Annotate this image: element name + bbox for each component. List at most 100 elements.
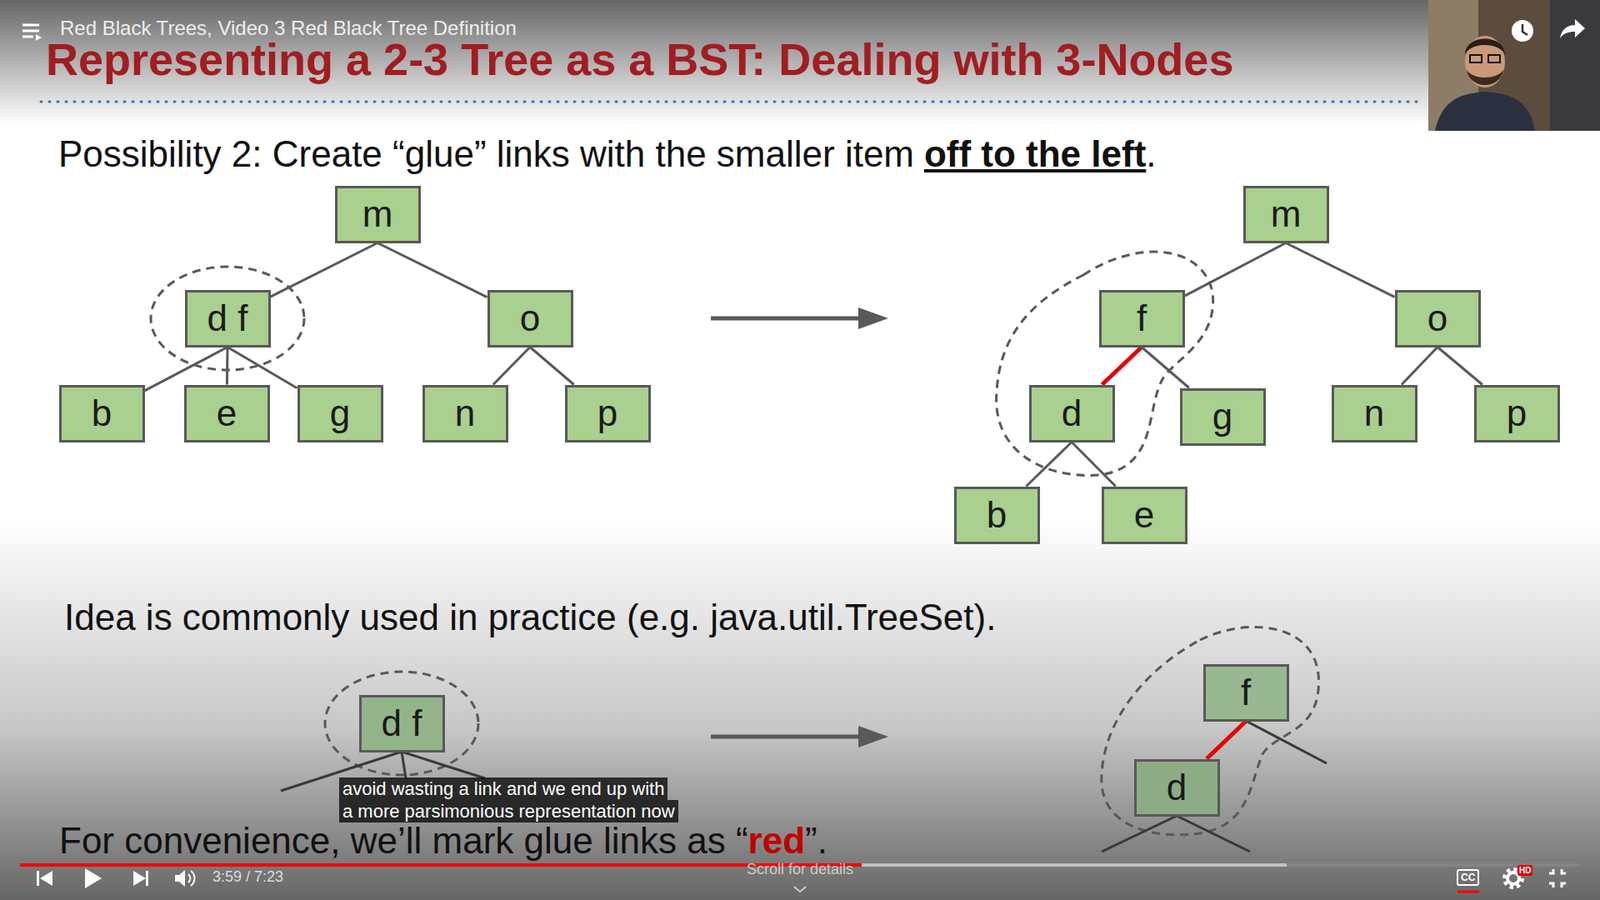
webcam-hair — [1465, 39, 1505, 56]
watch-later-icon — [1522, 24, 1528, 35]
tree-link — [227, 347, 298, 389]
tree-node-box: d — [1029, 385, 1115, 443]
tree-link — [493, 347, 530, 385]
tree-link — [270, 243, 379, 298]
top-shade — [0, 0, 1600, 125]
punctuation: . — [1145, 133, 1156, 175]
tree-link — [1437, 347, 1483, 385]
webcam-shirt — [1435, 91, 1535, 131]
title-rule — [40, 100, 1417, 104]
tree-link — [377, 243, 488, 298]
icon-corner — [1549, 883, 1554, 888]
icon-corner — [1549, 869, 1554, 874]
tree-node-box: o — [487, 290, 574, 348]
tree-node-box: d — [1134, 759, 1220, 817]
node-key: f — [1240, 672, 1251, 713]
transform-arrow — [710, 316, 867, 321]
webcam-frame — [1428, 0, 1600, 131]
node-key: b — [91, 393, 112, 434]
body-text: For convenience, we’ll mark glue links a… — [59, 820, 749, 861]
fullscreen-exit-icon — [1549, 869, 1566, 888]
tree-link — [1285, 243, 1395, 298]
tree-node-box: f — [1203, 664, 1290, 722]
icon-corner — [1561, 869, 1566, 874]
node-key: b — [986, 495, 1007, 535]
transform-arrow — [710, 735, 867, 740]
scroll-hint: Scroll for details — [746, 860, 854, 880]
player-controls — [36, 868, 185, 889]
glue-link — [1206, 721, 1246, 760]
playlist-icon — [35, 34, 42, 41]
tree-node-box: g — [297, 385, 384, 443]
node-key: d f — [381, 703, 423, 744]
tree-node-box: p — [565, 385, 651, 443]
glue-link — [1101, 347, 1142, 385]
node-key: o — [1427, 298, 1448, 339]
play-icon — [85, 868, 102, 889]
body-text: Idea is commonly used in practice (e.g. … — [64, 596, 996, 640]
tree-link — [1185, 243, 1287, 297]
node-key: p — [597, 393, 618, 434]
time-display: 3:59 / 7:23 — [212, 868, 284, 887]
red-word: red — [748, 820, 805, 861]
next-icon — [145, 870, 149, 886]
volume-icon — [188, 874, 190, 883]
node-key: n — [1364, 393, 1385, 434]
stub-link — [401, 751, 406, 779]
node-key: m — [362, 194, 394, 235]
node-key: d f — [207, 298, 249, 339]
node-key: d — [1166, 767, 1187, 808]
subtitle-line: avoid wasting a link and we end up with — [339, 777, 668, 800]
emphasis-text: off to the left — [924, 133, 1146, 175]
node-key: g — [1212, 396, 1233, 437]
tree-node-box: g — [1180, 388, 1266, 446]
icon-line — [22, 35, 34, 39]
webcam-face — [1465, 35, 1505, 88]
next-icon — [133, 870, 146, 886]
tree-node-box: e — [184, 385, 270, 443]
subtitle-line: a more parsimonious representation now — [339, 800, 679, 823]
tree-node-box: m — [1243, 185, 1330, 244]
tree-link — [1401, 347, 1438, 385]
node-key: n — [455, 393, 475, 434]
prev-icon — [40, 870, 53, 886]
stub-link — [1101, 815, 1177, 852]
progress-buffer — [20, 863, 1287, 867]
node-key: e — [216, 393, 237, 434]
tree-node-box: e — [1101, 486, 1188, 545]
tree-link — [225, 347, 230, 385]
watch-later-icon — [1511, 20, 1534, 42]
webcam-glasses — [1470, 55, 1482, 63]
tree-node-box: o — [1395, 290, 1481, 348]
glue-outline — [1101, 626, 1320, 835]
node-key: o — [520, 298, 540, 339]
cc-button: CC — [1456, 869, 1480, 886]
icon-line — [22, 24, 40, 27]
node-key: f — [1136, 298, 1147, 339]
punctuation: ”. — [805, 820, 828, 861]
node-key: g — [330, 393, 350, 434]
icon-corner — [1561, 883, 1566, 888]
webcam-beard — [1466, 70, 1504, 85]
node-key: p — [1506, 393, 1527, 434]
tree-node-box: n — [422, 385, 509, 443]
tree-link — [1071, 442, 1116, 487]
stub-link — [401, 751, 485, 779]
tree-node-box: b — [59, 385, 145, 443]
chevron-icon — [794, 886, 806, 892]
tree-node-box: n — [1331, 385, 1418, 443]
webcam-glasses — [1488, 55, 1500, 63]
tree-link — [1025, 442, 1072, 487]
node-key: d — [1061, 393, 1082, 434]
volume-icon — [190, 870, 195, 886]
tree-node-box: f — [1099, 290, 1185, 348]
tree-node-box: d f — [185, 290, 271, 348]
stub-link — [1245, 720, 1327, 764]
progress-played — [20, 863, 862, 867]
node-key: e — [1134, 495, 1155, 535]
tree-node-box: p — [1474, 385, 1560, 443]
body-text: Possibility 2: Create “glue” links with … — [58, 133, 915, 175]
bottom-shade — [0, 516, 1600, 900]
